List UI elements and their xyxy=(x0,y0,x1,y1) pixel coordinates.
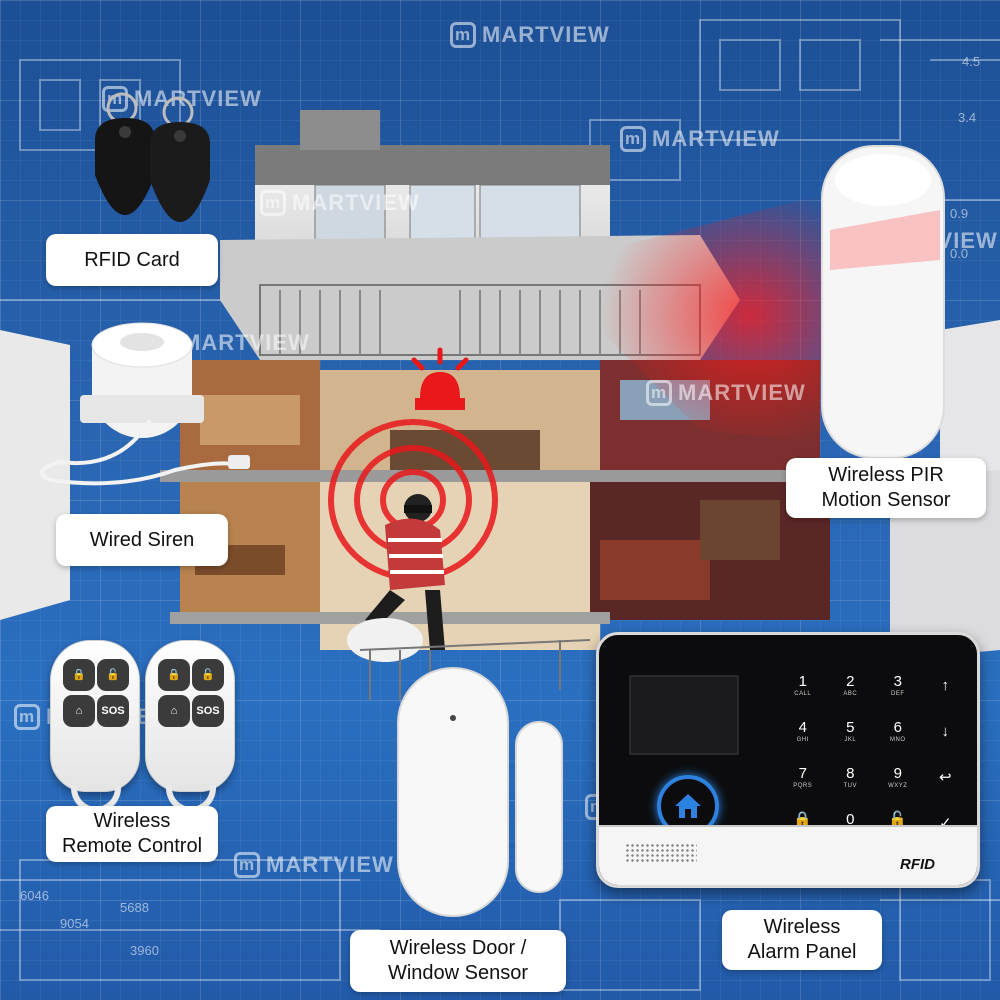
remote-lock-button[interactable]: 🔒 xyxy=(63,659,95,691)
blueprint-number: 3.4 xyxy=(958,110,976,125)
blueprint-number: 3960 xyxy=(130,943,159,958)
panel-screen xyxy=(629,675,739,755)
remote-control: 🔒 🔓 ⌂ SOS xyxy=(145,640,235,813)
remote-home-button[interactable]: ⌂ xyxy=(63,695,95,727)
remote-lock-button[interactable]: 🔒 xyxy=(158,659,190,691)
remote-sos-button[interactable]: SOS xyxy=(97,695,129,727)
remote-control: 🔒 🔓 ⌂ SOS xyxy=(50,640,140,813)
key-back[interactable]: ↩ xyxy=(938,769,952,786)
remote-sos-button[interactable]: SOS xyxy=(192,695,224,727)
blueprint-number: 5688 xyxy=(120,900,149,915)
key-up[interactable]: ↑ xyxy=(941,677,950,694)
intruder-figure xyxy=(347,494,445,662)
blueprint-number: 0.0 xyxy=(950,246,968,261)
blueprint-number: 9054 xyxy=(60,916,89,931)
blueprint-number: 0.9 xyxy=(950,206,968,221)
alarm-beacon-icon xyxy=(411,347,469,410)
blueprint-number: 4.5 xyxy=(962,54,980,69)
remote-home-button[interactable]: ⌂ xyxy=(158,695,190,727)
panel-rfid-mark: RFID xyxy=(900,856,935,873)
label-door-sensor: Wireless Door /Window Sensor xyxy=(350,930,566,992)
home-icon xyxy=(675,794,701,818)
remote-unlock-button[interactable]: 🔓 xyxy=(97,659,129,691)
remote-unlock-button[interactable]: 🔓 xyxy=(192,659,224,691)
blueprint-number: 6046 xyxy=(20,888,49,903)
label-rfid-card: RFID Card xyxy=(46,234,218,286)
label-wired-siren: Wired Siren xyxy=(56,514,228,566)
key-down[interactable]: ↓ xyxy=(941,723,950,740)
panel-speaker-grille xyxy=(625,843,697,863)
